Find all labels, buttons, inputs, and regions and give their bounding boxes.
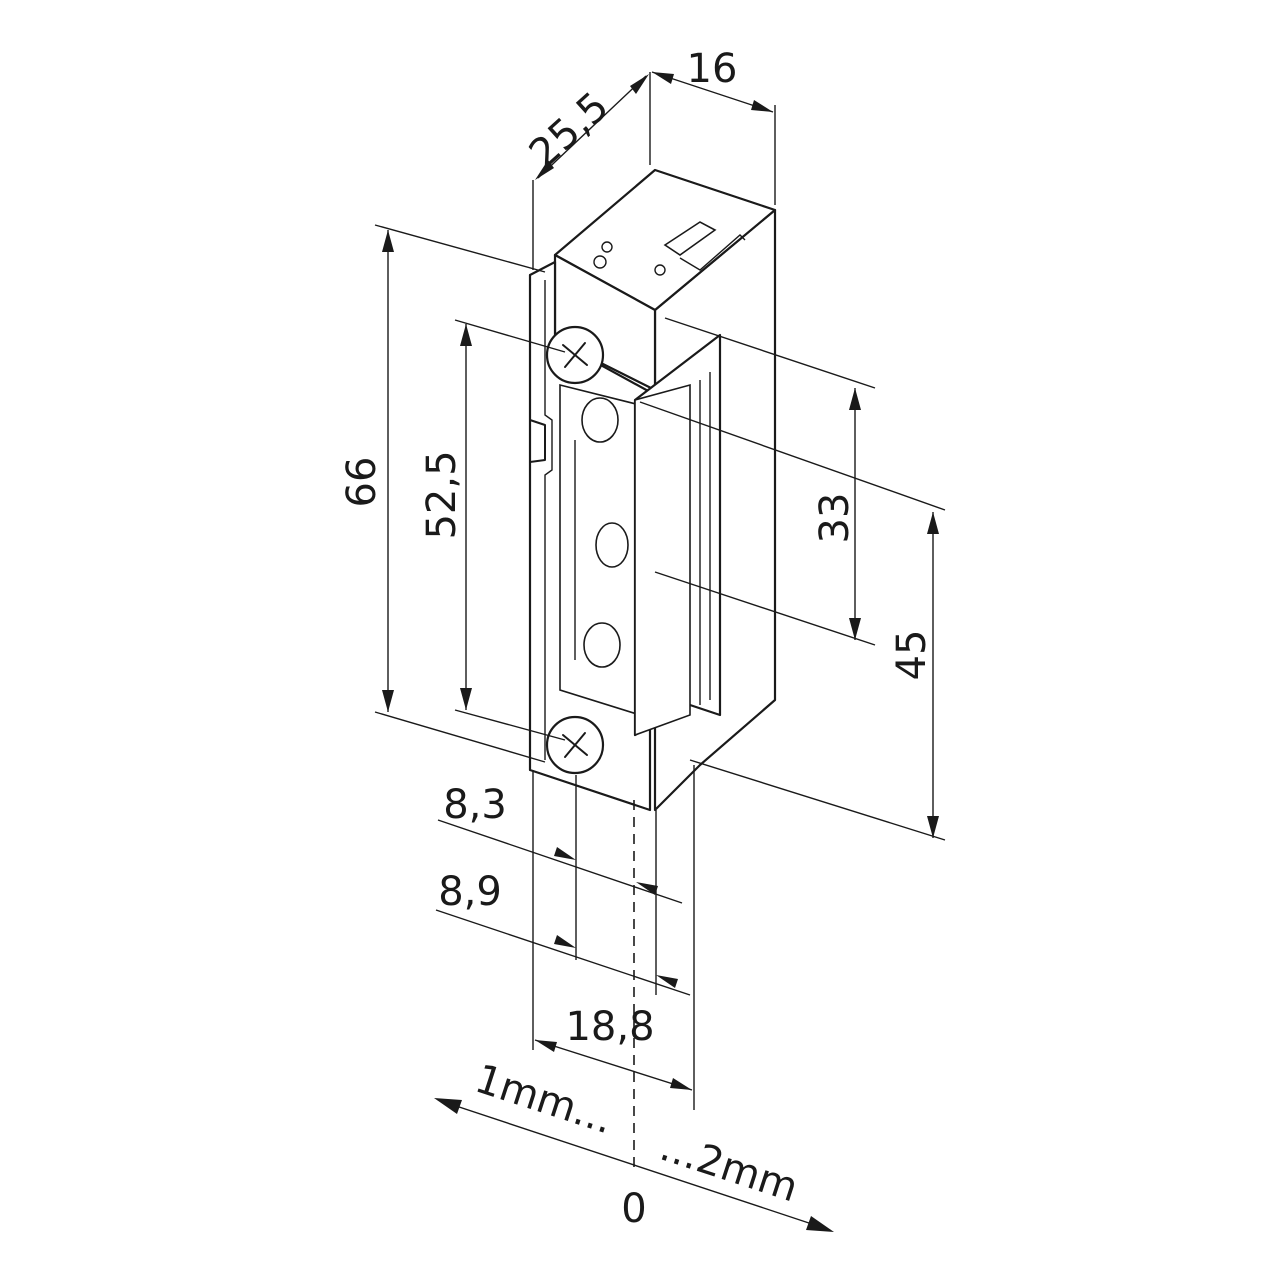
top-ridge xyxy=(679,234,746,271)
top-hole-3 xyxy=(654,264,666,276)
faceplate-edge-detail xyxy=(544,280,553,760)
dim-latch-offset: 45 xyxy=(639,401,946,841)
top-hole-2 xyxy=(593,255,607,269)
adjustment-zero-label: 0 xyxy=(621,1186,646,1232)
screw-bottom xyxy=(545,715,605,775)
door-strike-body xyxy=(528,168,777,812)
top-terminal xyxy=(663,221,717,256)
dim-height-total-label: 66 xyxy=(339,457,385,508)
adjustment-right-label: ...2mm xyxy=(655,1124,804,1211)
adjustment-left-label: 1mm... xyxy=(470,1056,619,1143)
dim-height-faceplate-label: 52,5 xyxy=(419,450,465,539)
dim-latch-height-label: 33 xyxy=(812,493,858,544)
roller-bottom xyxy=(583,622,621,668)
dim-offset-a: 8,3 xyxy=(437,782,683,904)
faceplate-lip xyxy=(529,274,546,771)
dim-width-front-label: 18,8 xyxy=(565,1004,654,1050)
dim-width-top: 16 xyxy=(651,46,776,205)
dim-height-faceplate: 52,5 xyxy=(419,319,566,741)
dim-offset-a-label: 8,3 xyxy=(443,782,507,828)
dim-offset-b-label: 8,9 xyxy=(438,869,502,915)
roller-top xyxy=(581,397,619,443)
dim-width-front: 18,8 xyxy=(534,1004,693,1091)
dim-depth-label: 25,5 xyxy=(521,83,618,177)
dim-latch-offset-label: 45 xyxy=(889,630,935,681)
screw-top xyxy=(545,325,605,385)
top-hole-1 xyxy=(601,241,613,253)
latch-face xyxy=(634,383,691,737)
roller-middle xyxy=(595,522,629,568)
dim-latch-height: 33 xyxy=(654,317,876,646)
dim-offset-b: 8,9 xyxy=(435,869,691,996)
dim-height-total: 66 xyxy=(339,224,546,763)
dim-width-top-label: 16 xyxy=(687,46,738,92)
